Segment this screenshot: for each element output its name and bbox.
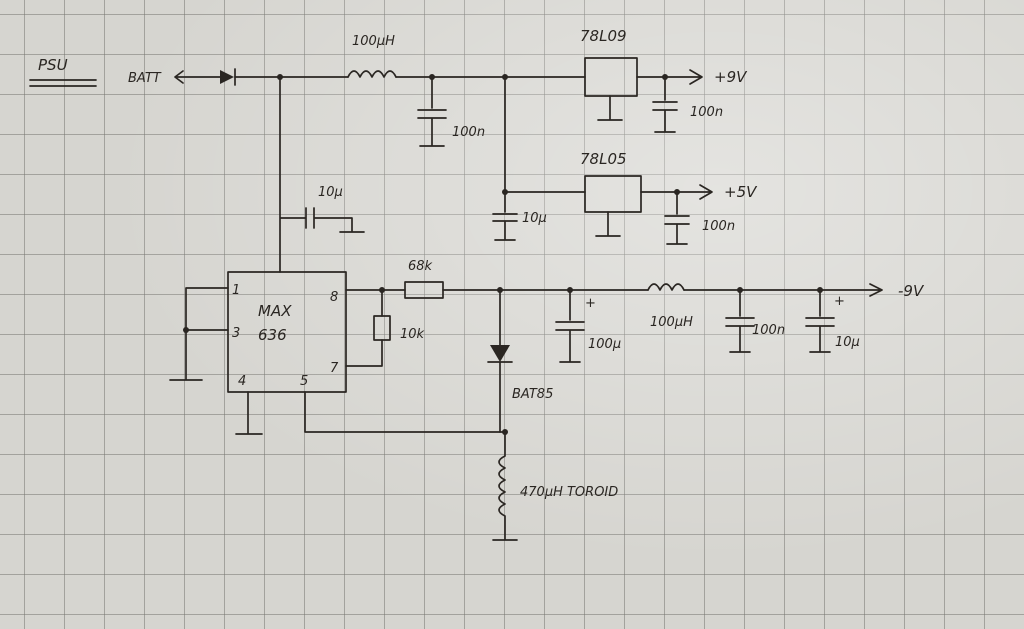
out9-label: +9V [714,68,748,86]
inductor-toroid [492,431,518,541]
resistor-10k [373,315,391,341]
title-underline [29,79,97,87]
reg9-label: 78L09 [580,27,627,45]
diode-label: BAT85 [512,387,553,402]
c-pump-label: 10µ [318,185,343,200]
pin7-label: 7 [330,361,339,376]
capacitor-neg3 [805,289,835,353]
c-reg-label: 10µ [522,211,547,226]
c-neg-label: 100µ [588,337,621,352]
c1-label: 100n [452,125,485,140]
ic-max636 [227,271,347,393]
capacitor-c1 [417,76,447,147]
c-out9-label: 100n [690,105,723,120]
resistor-68k [404,281,444,299]
capacitor-out9 [652,76,678,133]
pin3-label: 3 [232,326,240,341]
inductor-l1 [347,70,397,78]
ic-name: MAX [258,302,292,320]
reg5-label: 78L05 [580,150,627,168]
title-text: PSU [38,56,68,74]
neg-rail-out [683,283,883,297]
pin8-label: 8 [330,290,338,305]
r1-label: 68k [408,259,433,274]
c-out5-label: 100n [702,219,735,234]
capacitor-out5 [664,191,690,245]
pin5-wire [304,391,506,433]
batt-arrow [174,70,221,84]
capacitor-neg2 [725,289,755,353]
pin1-label: 1 [232,283,240,298]
plus1-label: + [585,296,596,311]
plus2-label: + [834,294,845,309]
inductor-l2 [647,283,685,291]
pins-1-3-ground [169,287,229,381]
c-neg3-label: 10µ [835,335,860,350]
reg5-ground [595,211,621,237]
pin5-label: 5 [300,374,308,389]
out5-label: +5V [724,183,758,201]
capacitor-reg [492,191,518,241]
c-neg2-label: 100n [752,323,785,338]
bus-to-78l05 [504,76,586,193]
l2-label: 100µH [650,315,693,330]
junction-dot [183,327,189,333]
reg9-ground [597,95,623,121]
capacitor-pump [279,76,365,273]
divider-wire [345,289,383,367]
pin4-label: 4 [238,374,246,389]
regulator-78l05 [584,175,642,213]
batt-label: BATT [128,71,162,86]
out9-arrow [636,69,703,85]
regulator-78l09 [584,57,638,97]
l3-label: 470µH TOROID [520,485,618,500]
r2-label: 10k [400,327,425,342]
outneg-label: -9V [898,282,925,300]
l1-label: 100µH [352,34,395,49]
ic-part: 636 [258,326,287,344]
diode-bat85 [490,345,510,362]
input-diode [220,70,234,84]
capacitor-neg [555,289,585,363]
pin4-ground [235,391,263,435]
